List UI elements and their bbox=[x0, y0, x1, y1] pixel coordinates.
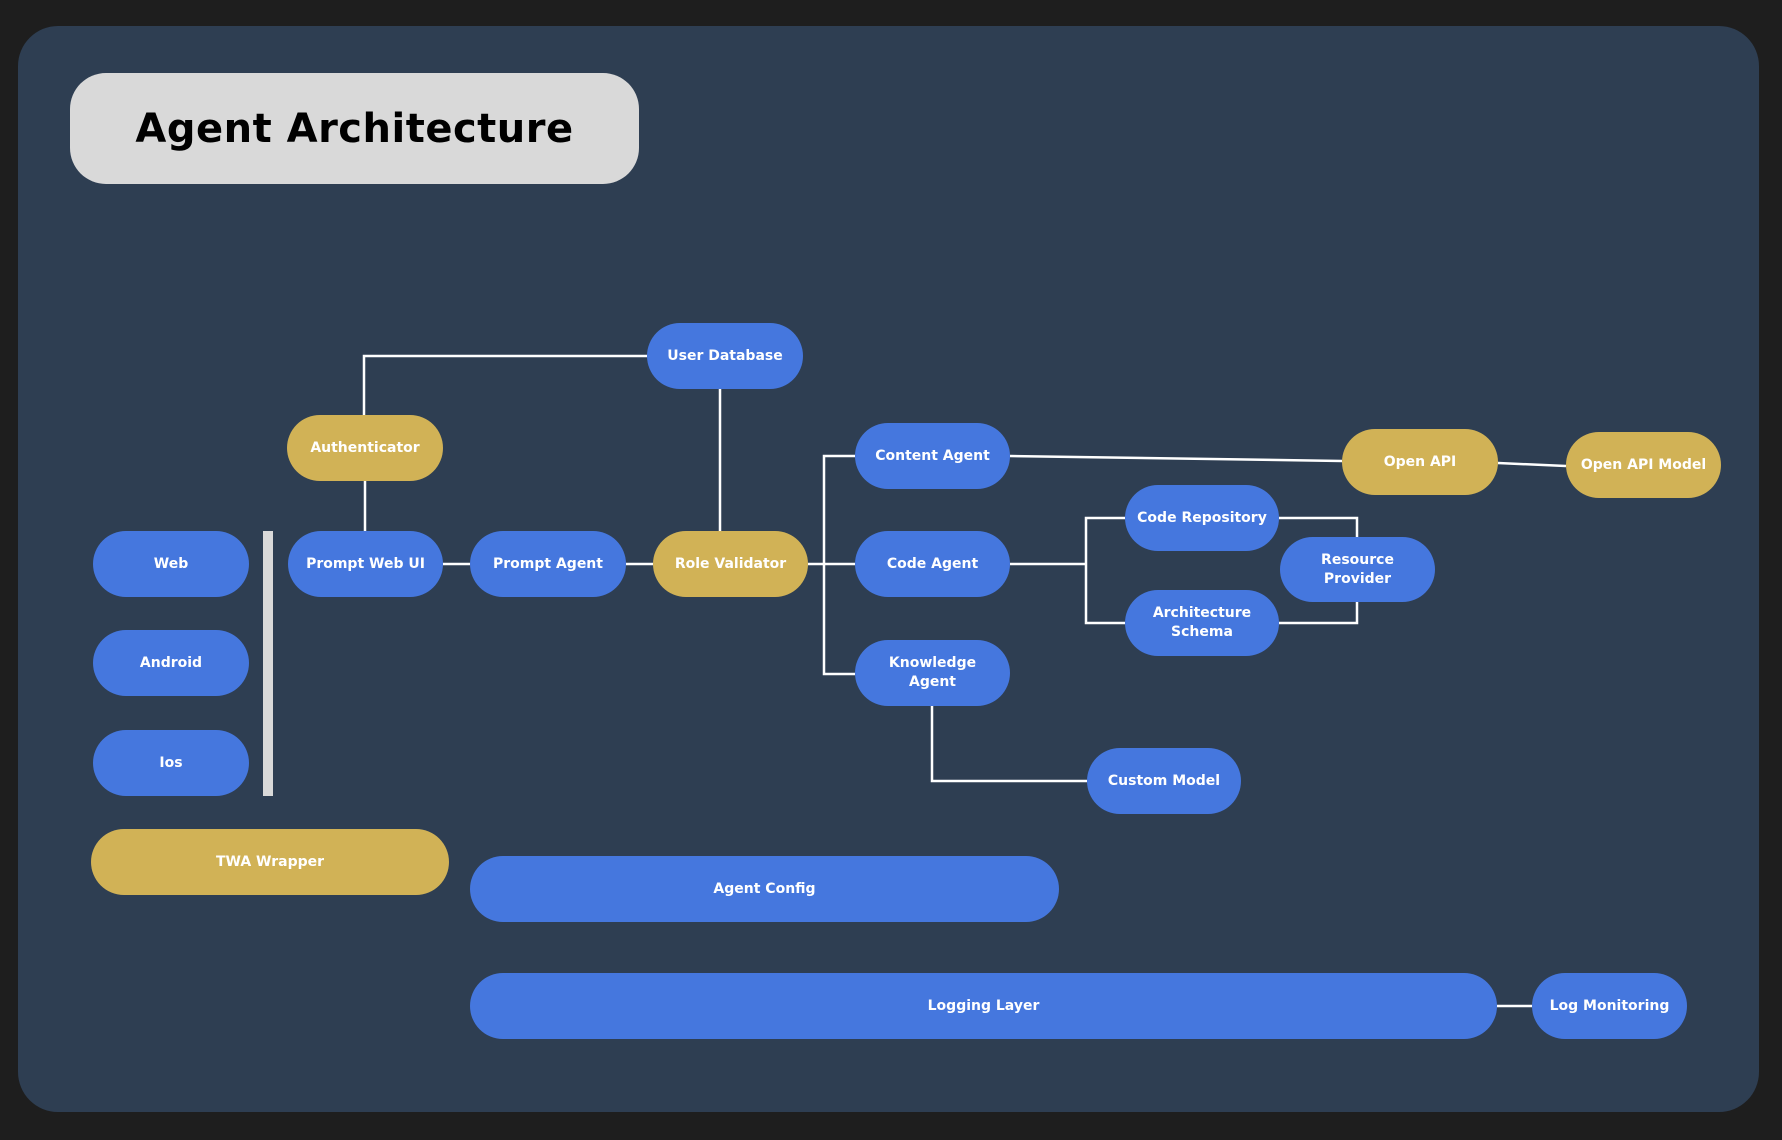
node-knowledge-agent[interactable]: Knowledge Agent bbox=[855, 640, 1010, 706]
node-prompt-web-ui[interactable]: Prompt Web UI bbox=[288, 531, 443, 597]
link-open-api-open-api-model bbox=[1497, 461, 1567, 468]
link-authenticator-user-database bbox=[362, 354, 647, 415]
node-resource-provider[interactable]: Resource Provider bbox=[1280, 537, 1435, 602]
diagram-title: Agent Architecture bbox=[70, 73, 639, 184]
node-logging-layer[interactable]: Logging Layer bbox=[470, 973, 1497, 1039]
node-prompt-agent[interactable]: Prompt Agent bbox=[470, 531, 626, 597]
link-knowledge-agent-custom-model bbox=[930, 706, 1087, 783]
node-authenticator[interactable]: Authenticator bbox=[287, 415, 443, 481]
node-open-api-model[interactable]: Open API Model bbox=[1566, 432, 1721, 498]
node-code-agent[interactable]: Code Agent bbox=[855, 531, 1010, 597]
node-ios[interactable]: Ios bbox=[93, 730, 249, 796]
link-code-repository-resource-provider bbox=[1279, 516, 1359, 537]
node-open-api[interactable]: Open API bbox=[1342, 429, 1498, 495]
link-architecture-schema-resource-provider bbox=[1279, 602, 1359, 625]
node-agent-config[interactable]: Agent Config bbox=[470, 856, 1059, 922]
node-architecture-schema[interactable]: Architecture Schema bbox=[1125, 590, 1279, 656]
node-twa-wrapper[interactable]: TWA Wrapper bbox=[91, 829, 449, 895]
node-content-agent[interactable]: Content Agent bbox=[855, 423, 1010, 489]
node-web[interactable]: Web bbox=[93, 531, 249, 597]
node-role-validator[interactable]: Role Validator bbox=[653, 531, 808, 597]
link-content-agent-open-api bbox=[1009, 454, 1343, 463]
node-custom-model[interactable]: Custom Model bbox=[1087, 748, 1241, 814]
node-android[interactable]: Android bbox=[93, 630, 249, 696]
node-code-repository[interactable]: Code Repository bbox=[1125, 485, 1279, 551]
code-agent-branch bbox=[1084, 516, 1125, 625]
agents-bus bbox=[822, 454, 855, 676]
node-user-database[interactable]: User Database bbox=[647, 323, 803, 389]
client-separator-bar bbox=[263, 531, 273, 796]
node-log-monitoring[interactable]: Log Monitoring bbox=[1532, 973, 1687, 1039]
